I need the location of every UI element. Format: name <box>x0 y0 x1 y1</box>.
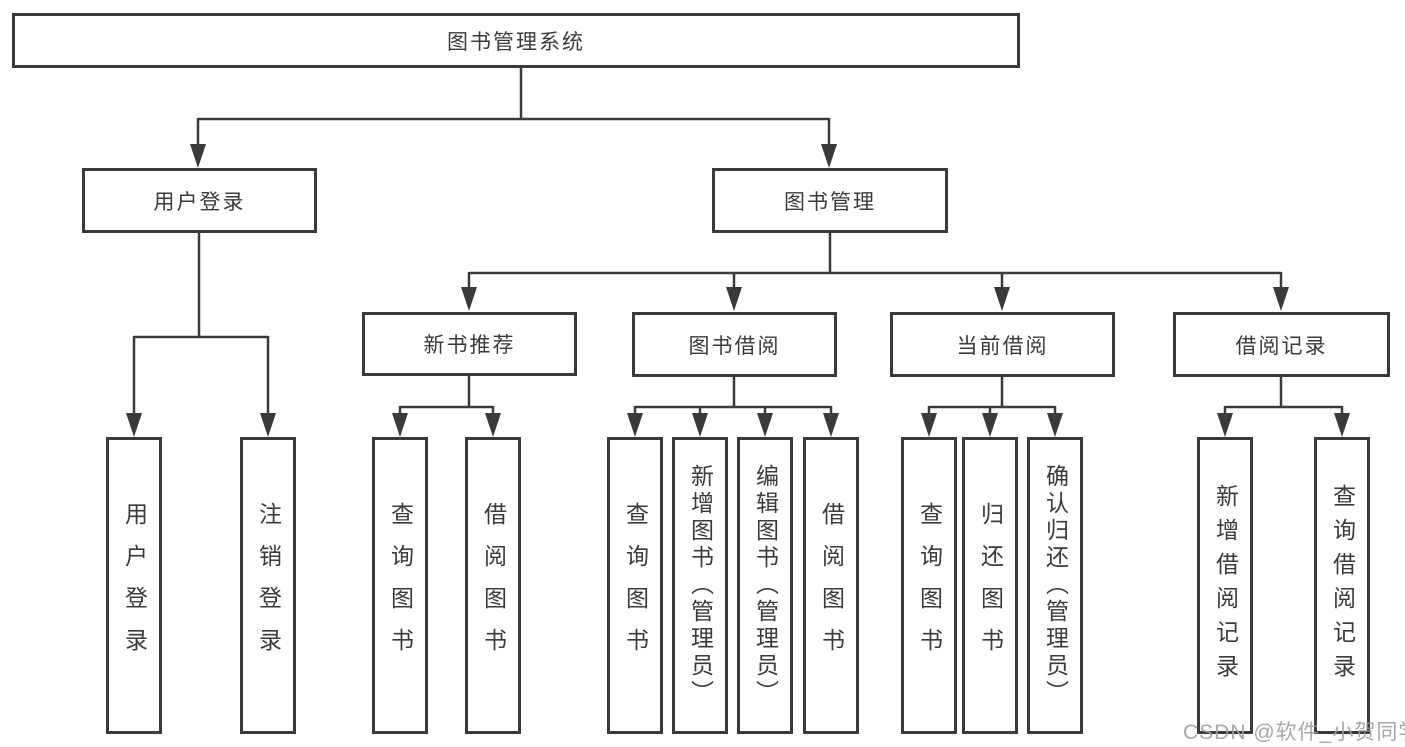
node-current-borrow-label: 当前借阅 <box>956 334 1049 358</box>
leaf-borrow-books-recommend-label: 借阅图书 <box>480 501 507 670</box>
node-book-borrow: 图书借阅 <box>632 312 837 377</box>
leaf-logout: 注销登录 <box>240 437 296 734</box>
node-new-book-recommend-label: 新书推荐 <box>423 334 516 357</box>
node-borrow-records-label: 借阅记录 <box>1235 334 1328 358</box>
node-user-login-label: 用户登录 <box>153 190 246 214</box>
node-user-login: 用户登录 <box>82 168 317 233</box>
leaf-user-login: 用户登录 <box>106 437 162 734</box>
leaf-borrow-books-recommend: 借阅图书 <box>465 437 521 734</box>
leaf-query-borrow-record-label: 查询借阅记录 <box>1329 483 1356 688</box>
node-new-book-recommend: 新书推荐 <box>362 312 577 376</box>
leaf-confirm-return-admin-label: 确认归还（管理员） <box>1042 464 1069 707</box>
leaf-query-books-recommend-label: 查询图书 <box>387 501 414 670</box>
leaf-query-borrow-record: 查询借阅记录 <box>1314 437 1370 734</box>
leaf-edit-books-admin-label: 编辑图书（管理员） <box>752 464 779 707</box>
leaf-add-borrow-record-label: 新增借阅记录 <box>1212 483 1239 688</box>
leaf-return-books-label: 归还图书 <box>977 501 1004 670</box>
leaf-edit-books-admin: 编辑图书（管理员） <box>737 437 793 734</box>
leaf-add-borrow-record: 新增借阅记录 <box>1197 437 1253 734</box>
leaf-logout-label: 注销登录 <box>255 501 282 670</box>
arrowheads <box>126 144 1350 437</box>
leaf-query-books-borrow: 查询图书 <box>607 437 663 734</box>
leaf-user-login-label: 用户登录 <box>121 501 148 670</box>
leaf-borrow-books: 借阅图书 <box>803 437 859 734</box>
leaf-confirm-return-admin: 确认归还（管理员） <box>1027 437 1083 734</box>
leaf-query-books-current: 查询图书 <box>901 437 957 734</box>
leaf-borrow-books-label: 借阅图书 <box>818 501 845 670</box>
node-root-system-label: 图书管理系统 <box>447 30 585 54</box>
leaf-query-books-recommend: 查询图书 <box>372 437 428 734</box>
leaf-query-books-current-label: 查询图书 <box>916 501 943 670</box>
node-borrow-records: 借阅记录 <box>1173 312 1390 377</box>
node-current-borrow: 当前借阅 <box>890 312 1115 377</box>
leaf-add-books-admin: 新增图书（管理员） <box>672 437 728 734</box>
leaf-return-books: 归还图书 <box>962 437 1018 734</box>
node-book-borrow-label: 图书借阅 <box>688 334 781 358</box>
leaf-query-books-borrow-label: 查询图书 <box>622 501 649 670</box>
csdn-watermark: CSDN @软件_小贺同学 <box>1183 721 1405 744</box>
node-root-system: 图书管理系统 <box>12 13 1020 68</box>
node-book-management: 图书管理 <box>712 168 948 233</box>
leaf-add-books-admin-label: 新增图书（管理员） <box>687 464 714 707</box>
node-book-management-label: 图书管理 <box>784 190 876 214</box>
